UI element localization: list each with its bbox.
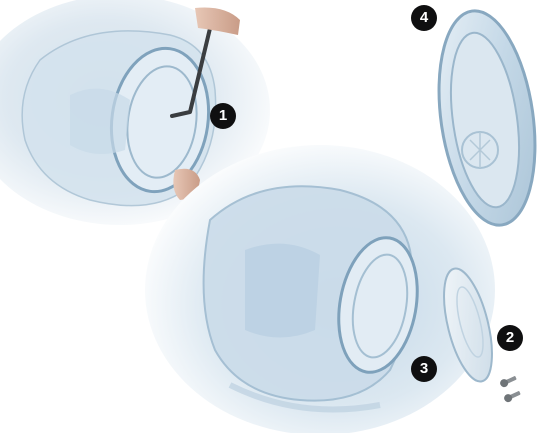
step-3-mask-image [145, 145, 495, 433]
screws [499, 374, 522, 403]
callout-badge-2: 2 [497, 325, 523, 351]
callout-badge-1: 1 [210, 103, 236, 129]
callout-badge-4: 4 [411, 5, 437, 31]
callout-badge-3: 3 [411, 356, 437, 382]
